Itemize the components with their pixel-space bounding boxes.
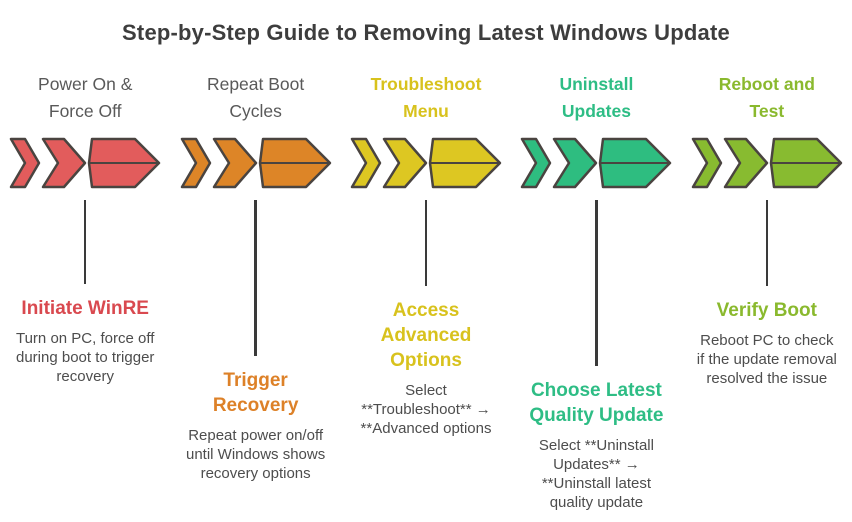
step-column-reboot-and-test: Reboot and Test Verify Boot Reboot PC to… — [682, 70, 852, 512]
chevron-small — [180, 137, 211, 189]
connector-line — [83, 200, 87, 284]
chevron-small — [521, 137, 552, 189]
step-description: Select **Troubleshoot** → **Advanced opt… — [360, 382, 492, 437]
connector-line — [254, 200, 257, 356]
steps-row: Power On & Force Off Initiate WinRE Turn… — [0, 70, 852, 512]
step-description: Reboot PC to check if the update removal… — [696, 332, 837, 387]
chevron-small — [691, 137, 723, 189]
step-header: Power On & Force Off — [38, 74, 133, 121]
step-header: Troubleshoot Menu — [370, 74, 482, 121]
chevron-medium — [553, 137, 598, 189]
page-title: Step-by-Step Guide to Removing Latest Wi… — [122, 20, 730, 45]
chevron-medium — [382, 137, 428, 189]
connector-line — [765, 200, 769, 286]
step-column-uninstall-updates: Uninstall Updates Choose Latest Quality … — [511, 70, 681, 512]
step-label: Choose Latest Quality Update — [529, 380, 664, 426]
step-column-power-on-force-off: Power On & Force Off Initiate WinRE Turn… — [0, 70, 170, 512]
step-label: Initiate WinRE — [21, 298, 149, 319]
step-column-troubleshoot-menu: Troubleshoot Menu Access Advanced Option… — [341, 70, 511, 512]
connector-line — [424, 200, 428, 286]
step-label: Access Advanced Options — [380, 300, 472, 371]
step-description: Turn on PC, force off during boot to tri… — [15, 330, 155, 385]
step-label: Trigger Recovery — [212, 370, 299, 416]
chevron-arrows-icon — [691, 137, 843, 189]
step-header: Repeat Boot Cycles — [206, 74, 305, 121]
chevron-arrows-icon — [9, 137, 161, 189]
step-header: Reboot and Test — [718, 74, 815, 121]
step-column-repeat-boot-cycles: Repeat Boot Cycles Trigger Recovery Repe… — [170, 70, 340, 512]
step-description: Select **Uninstall Updates** → **Uninsta… — [538, 437, 654, 511]
chevron-arrows-icon — [180, 137, 331, 189]
chevron-medium — [41, 137, 87, 189]
chevron-small — [9, 137, 41, 189]
chevron-medium — [723, 137, 769, 189]
step-description: Repeat power on/off until Windows shows … — [186, 427, 326, 482]
connector-line — [595, 200, 598, 366]
step-header: Uninstall Updates — [559, 74, 634, 121]
chevron-arrows-icon — [521, 137, 672, 189]
step-label: Verify Boot — [716, 300, 817, 321]
chevron-small — [350, 137, 382, 189]
chevron-arrows-icon — [350, 137, 502, 189]
chevron-medium — [212, 137, 257, 189]
